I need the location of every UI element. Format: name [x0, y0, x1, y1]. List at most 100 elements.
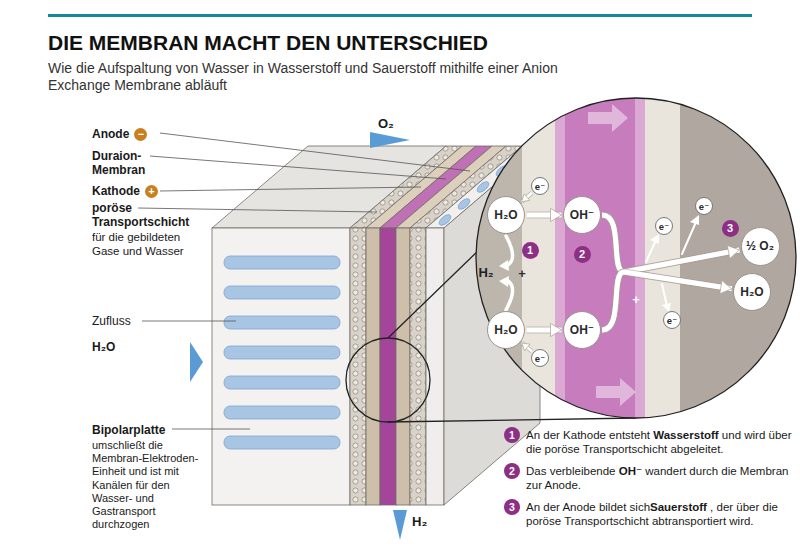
water-channels-part — [224, 316, 340, 329]
zoom-arrowheads-part — [650, 234, 659, 244]
gas-label: H₂ — [412, 514, 427, 530]
zoom-view-part — [588, 104, 628, 132]
note-text: An der Anode bildet sich — [526, 501, 650, 513]
flow-arrows-part — [370, 132, 410, 148]
water-channels-part — [224, 346, 340, 359]
water-channels-part — [224, 436, 340, 449]
zoom-arrows-part — [506, 236, 513, 265]
cell-stack-part — [396, 228, 410, 505]
water-channels-part — [475, 180, 490, 194]
flow-arrows-part — [190, 342, 203, 382]
connector-shadow — [602, 272, 732, 330]
callout-number: 2 — [504, 463, 520, 479]
molecule-circle: OH⁻ — [563, 311, 601, 349]
molecule-circle: OH⁻ — [563, 196, 601, 234]
flow-arrows — [190, 132, 410, 540]
top-rule — [48, 14, 752, 17]
note: An der Anode bildet sichSauerstoff , der… — [526, 500, 794, 528]
arrowhead — [720, 281, 732, 294]
arrowhead — [727, 246, 739, 259]
callout-number: 3 — [504, 499, 520, 515]
water-channels-part — [224, 286, 340, 299]
leader-lines-part — [160, 187, 421, 191]
plus-sign: + — [632, 292, 640, 308]
cell-stack-part — [212, 228, 350, 505]
connector-shadow — [522, 343, 532, 351]
arrowhead — [522, 194, 530, 202]
top-rule-part — [48, 14, 752, 17]
node-text: e⁻ — [535, 353, 545, 364]
cell-stack-part — [426, 228, 444, 505]
arrowhead — [551, 208, 562, 221]
zoom-arrowheads-part — [690, 215, 699, 225]
zoom-view — [470, 90, 800, 430]
magnifier-part — [388, 418, 636, 422]
callout-number: 1 — [504, 427, 520, 443]
leader-lines-part — [150, 156, 446, 179]
zoom-view-part — [470, 90, 522, 430]
connector-line — [522, 343, 532, 351]
node-text: H₂O — [494, 208, 517, 222]
molecule-circle: H₂O — [487, 311, 525, 349]
gas-label: O₂ — [378, 116, 394, 132]
flow-connector — [602, 272, 732, 330]
note-text: OH⁻ — [619, 465, 642, 477]
note-text: Sauerstoff — [650, 501, 707, 513]
electron-circle: e⁻ — [655, 217, 673, 235]
connector-line — [602, 272, 732, 330]
leader-lines-part — [160, 133, 470, 171]
node-text: H₂O — [494, 323, 517, 337]
zoom-outline — [476, 98, 796, 418]
cell-stack-part — [410, 228, 426, 505]
zoom-view-part — [555, 90, 645, 430]
zoom-arrowheads-part — [499, 260, 509, 271]
node-text: H₂O — [740, 285, 763, 299]
note-text: Wasserstoff — [653, 429, 718, 441]
water-channels-part — [224, 256, 340, 269]
zoom-view-part — [555, 90, 565, 430]
part-label: Zufluss — [92, 314, 131, 328]
arrowhead — [551, 323, 562, 336]
water-channels-part — [456, 197, 471, 211]
flow-arrows-part — [393, 510, 407, 540]
gas-label: H₂ — [478, 265, 493, 281]
flow-connector — [527, 323, 562, 336]
node-text: e⁻ — [699, 201, 709, 212]
zoom-arrows-part — [662, 284, 667, 306]
electron-circle: e⁻ — [695, 197, 713, 215]
polarity-icon: + — [145, 185, 158, 198]
electron-circle: e⁻ — [663, 311, 681, 329]
water-channels-part — [437, 213, 452, 227]
connector-line — [602, 250, 739, 330]
flow-connector — [527, 208, 562, 221]
flow-connector — [602, 246, 739, 330]
note-text: An der Kathode entsteht — [526, 429, 650, 441]
part-label: Duraion-Membran — [92, 149, 158, 178]
cell-stack-part — [350, 228, 366, 505]
connector-line — [522, 193, 532, 202]
zoom-view-part — [596, 378, 636, 406]
electron-circle: e⁻ — [531, 349, 549, 367]
molecule-circle: H₂O — [733, 273, 771, 311]
node-text: e⁻ — [535, 181, 545, 192]
part-label: Kathode — [92, 184, 140, 198]
callout-number: 3 — [722, 220, 739, 237]
part-note: umschließt die Membran-Elektroden-Einhei… — [92, 439, 206, 531]
leader-lines-part — [138, 208, 377, 212]
note: Das verbleibende OH⁻ wandert durch die M… — [526, 464, 794, 492]
zoom-view-part — [635, 90, 645, 430]
water-channels-part — [224, 406, 340, 419]
connector-shadow — [522, 193, 532, 202]
part-label: Anode — [92, 127, 129, 141]
zoom-arrowheads-part — [499, 276, 509, 287]
node-text: e⁻ — [667, 315, 677, 326]
flow-connector — [522, 343, 532, 351]
zoom-arrows-part — [646, 240, 656, 262]
cell-stack-part — [366, 228, 380, 505]
leader-lines-part — [172, 429, 250, 430]
title: DIE MEMBRAN MACHT DEN UNTERSCHIED — [48, 30, 488, 55]
electron-circle: e⁻ — [531, 177, 549, 195]
zoom-arrows-part — [682, 222, 696, 254]
part-note: für die gebildeten Gase und Wasser — [92, 231, 204, 259]
